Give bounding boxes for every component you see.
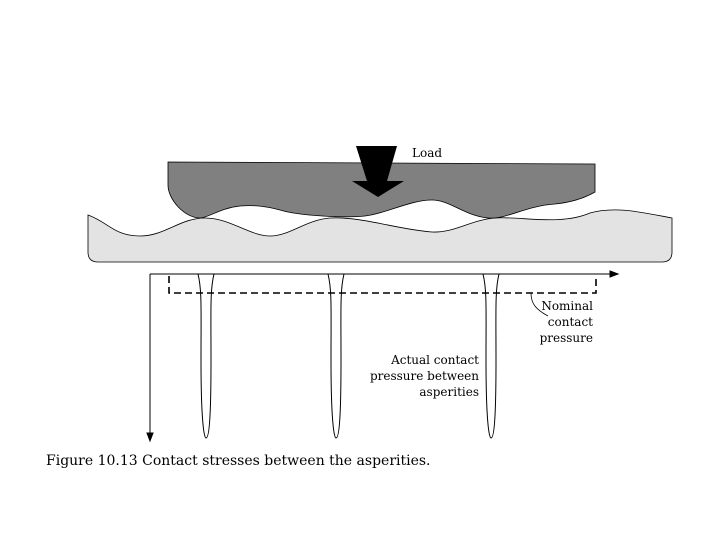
nominal-label-line: contact xyxy=(548,315,593,329)
actual-label-line: Actual contact xyxy=(390,353,479,367)
x-axis-arrowhead xyxy=(609,270,620,278)
pressure-axes xyxy=(146,270,620,443)
y-axis-arrowhead xyxy=(146,432,154,443)
pressure-spike xyxy=(327,273,345,439)
load-arrow xyxy=(352,146,404,197)
nominal-label-line: Nominal xyxy=(541,299,593,313)
actual-pressure-spikes xyxy=(197,273,500,439)
figure-caption-text: Contact stresses between the asperities. xyxy=(142,453,431,469)
nominal-label-line: pressure xyxy=(540,331,593,345)
actual-pressure-label: Actual contact pressure between asperiti… xyxy=(370,353,479,399)
load-label: Load xyxy=(412,146,442,160)
actual-label-line: pressure between xyxy=(370,369,479,383)
lower-body xyxy=(87,209,673,263)
nominal-pressure-label: Nominal contact pressure xyxy=(540,299,594,345)
pressure-spike xyxy=(197,273,215,439)
actual-label-line: asperities xyxy=(419,385,479,399)
figure-caption: Figure 10.13 Contact stresses between th… xyxy=(46,453,431,469)
figure-number: Figure 10.13 xyxy=(46,453,138,469)
nominal-leader-line xyxy=(530,292,549,317)
pressure-spike xyxy=(482,273,500,439)
nominal-pressure-box xyxy=(168,276,597,294)
